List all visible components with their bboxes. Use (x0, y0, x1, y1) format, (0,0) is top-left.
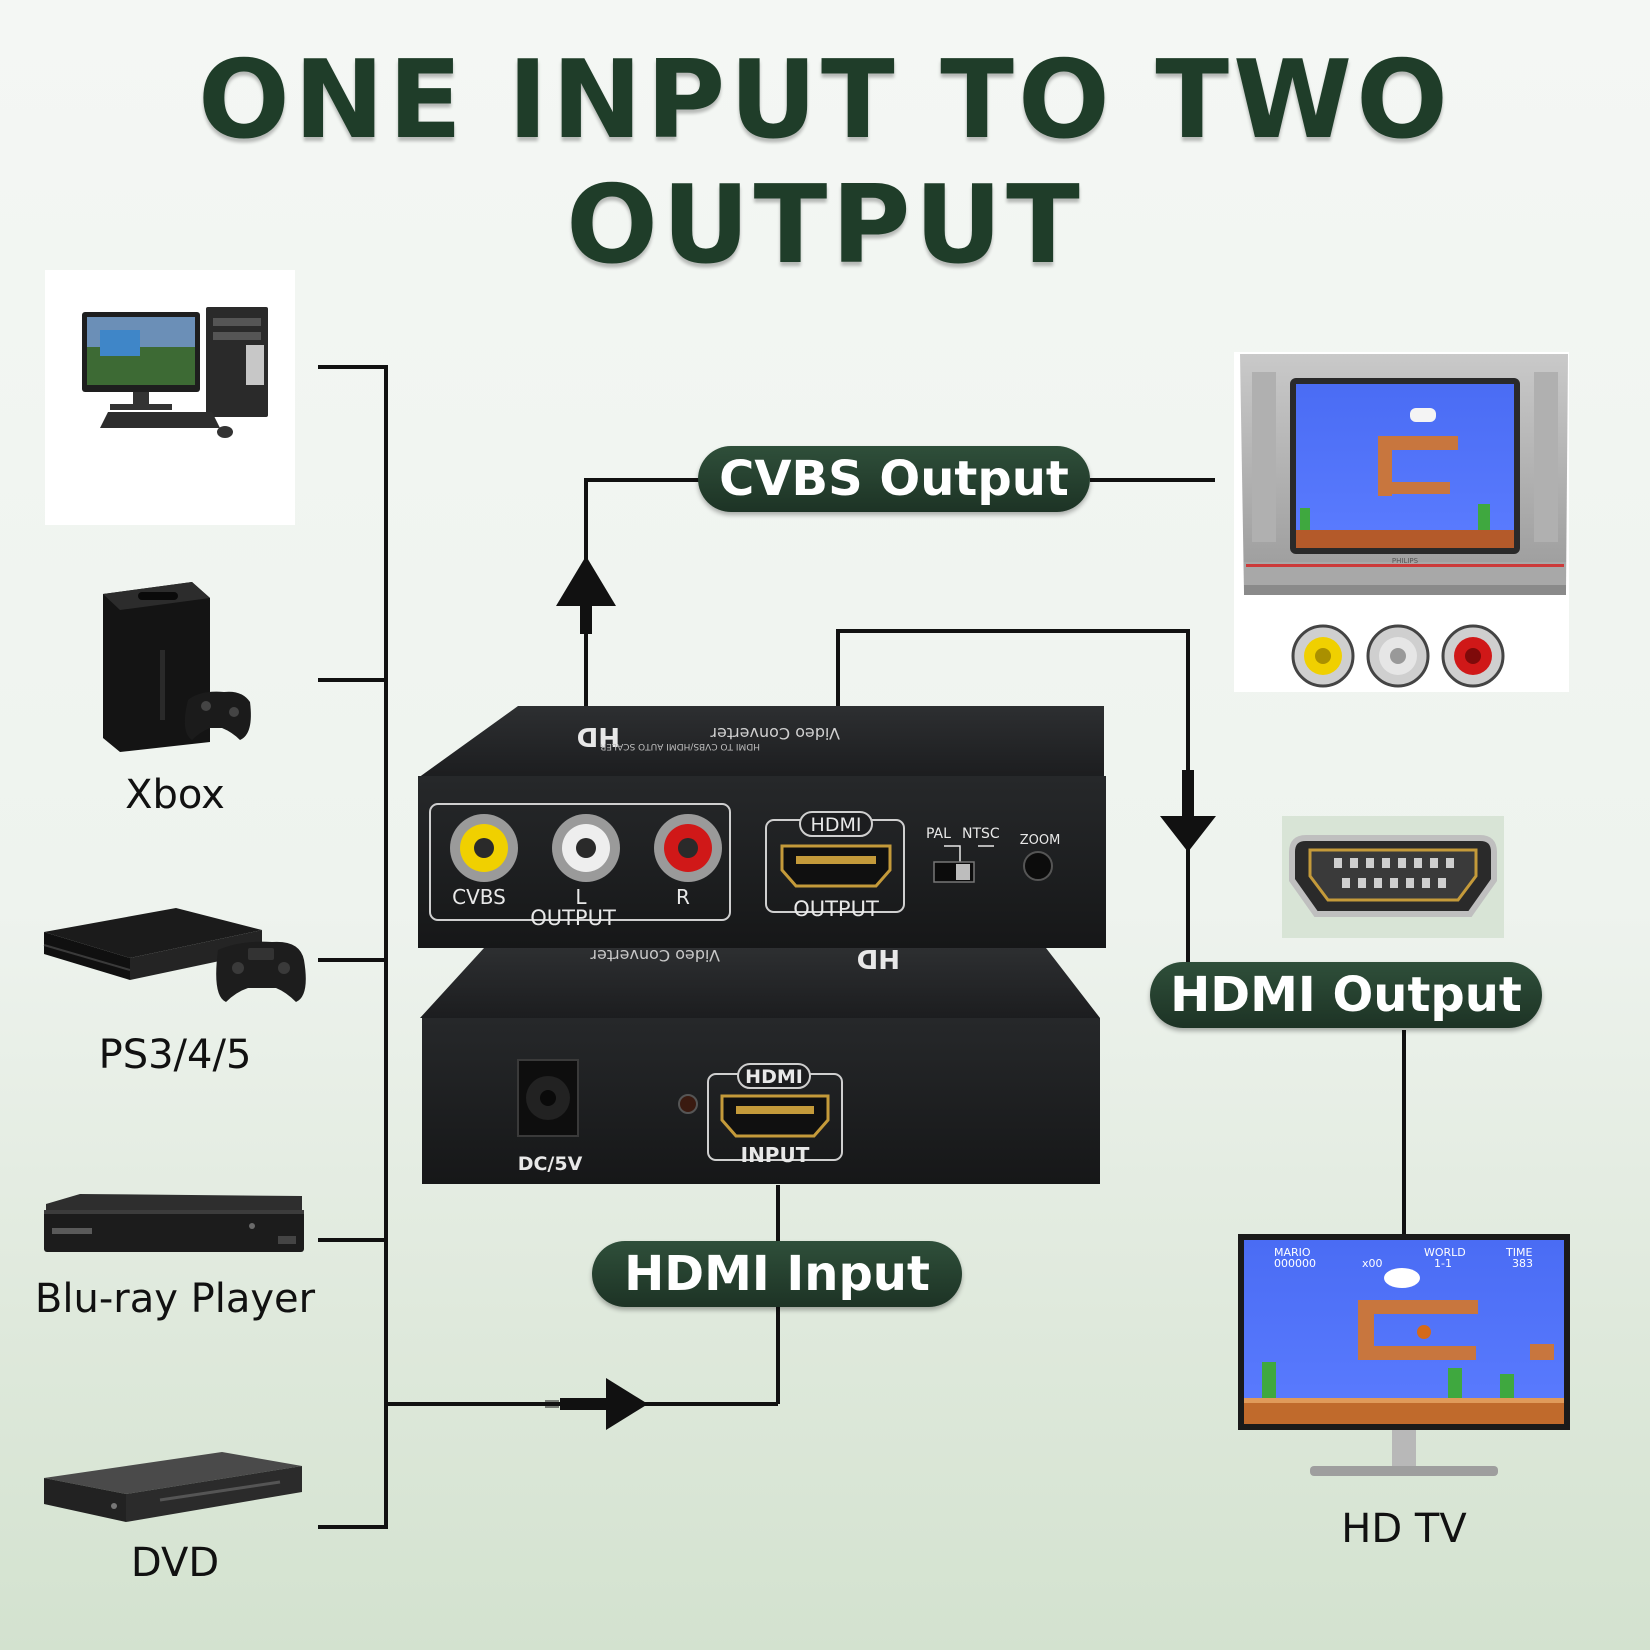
hdmi-output-arrow (1160, 770, 1216, 852)
switch-pal-label: PAL (926, 826, 951, 842)
port-r-label: R (676, 885, 690, 909)
hd-tv-icon: MARIO 000000 x00 WORLD 1-1 TIME 383 (1238, 1234, 1570, 1476)
switch-ntsc-label: NTSC (962, 826, 1000, 842)
cvbs-arrow (556, 556, 616, 634)
crt-tv-icon: PHILIPS (1234, 352, 1569, 692)
hdmi-input-label: HDMI Input (592, 1241, 962, 1307)
power-led-icon (678, 1094, 698, 1114)
converter-top-subtitle: HDMI TO CVBS/HDMI AUTO SCALER (600, 741, 760, 751)
crt-brand: PHILIPS (1392, 557, 1419, 565)
input-arrow (545, 1378, 648, 1430)
zoom-button[interactable] (1023, 851, 1053, 881)
source-label-xbox: Xbox (125, 772, 225, 818)
hdmi-in-badge: HDMI (745, 1066, 803, 1088)
hud-score: 000000 (1274, 1257, 1316, 1270)
hdmi-output-label: HDMI Output (1150, 962, 1542, 1028)
bluray-player-icon (44, 1194, 304, 1252)
hud-mario: MARIO (1274, 1246, 1311, 1259)
hud-world: WORLD (1424, 1246, 1466, 1259)
hdmi-out-label: OUTPUT (793, 897, 879, 921)
hud-time: TIME (1505, 1246, 1532, 1259)
converter-top-brand: HD (577, 721, 620, 751)
page-title: ONE INPUT TO TWO OUTPUT (198, 38, 1452, 288)
converter-rear-model: Video Converter (590, 946, 720, 965)
converter-front-unit: HD Video Converter HDMI TO CVBS/HDMI AUT… (418, 706, 1106, 948)
hdmi-in-label: INPUT (741, 1143, 810, 1167)
converter-rear-brand: HD (857, 943, 900, 973)
source-label-playstation: PS3/4/5 (98, 1032, 252, 1078)
desktop-pc-icon (45, 270, 295, 525)
converter-top-model: Video Converter (710, 724, 840, 743)
converter-rear-unit: HD Video Converter DC/5V HDMI INPUT (420, 943, 1100, 1184)
dc-label: DC/5V (518, 1153, 583, 1175)
dvd-player-icon (44, 1452, 302, 1522)
zoom-label: ZOOM (1020, 833, 1061, 848)
xbox-console-icon (103, 582, 251, 752)
port-cvbs-label: CVBS (452, 885, 506, 909)
hdmi-out-badge: HDMI (811, 814, 862, 836)
hud-level: 1-1 (1434, 1257, 1452, 1270)
source-label-dvd: DVD (130, 1540, 220, 1586)
cvbs-wire (584, 478, 1215, 790)
rca-jacks-icon (1291, 624, 1505, 688)
rca-output-label: OUTPUT (530, 906, 616, 930)
hdmi-connector-icon (1282, 816, 1504, 938)
cvbs-output-label: CVBS Output (698, 446, 1090, 512)
hud-coins: x00 (1362, 1257, 1383, 1270)
port-l-label: L (575, 885, 587, 909)
hud-time-value: 383 (1512, 1257, 1533, 1270)
playstation-console-icon (43, 908, 306, 1002)
source-label-bluray: Blu-ray Player (34, 1276, 316, 1322)
hd-tv-label: HD TV (1341, 1506, 1467, 1552)
